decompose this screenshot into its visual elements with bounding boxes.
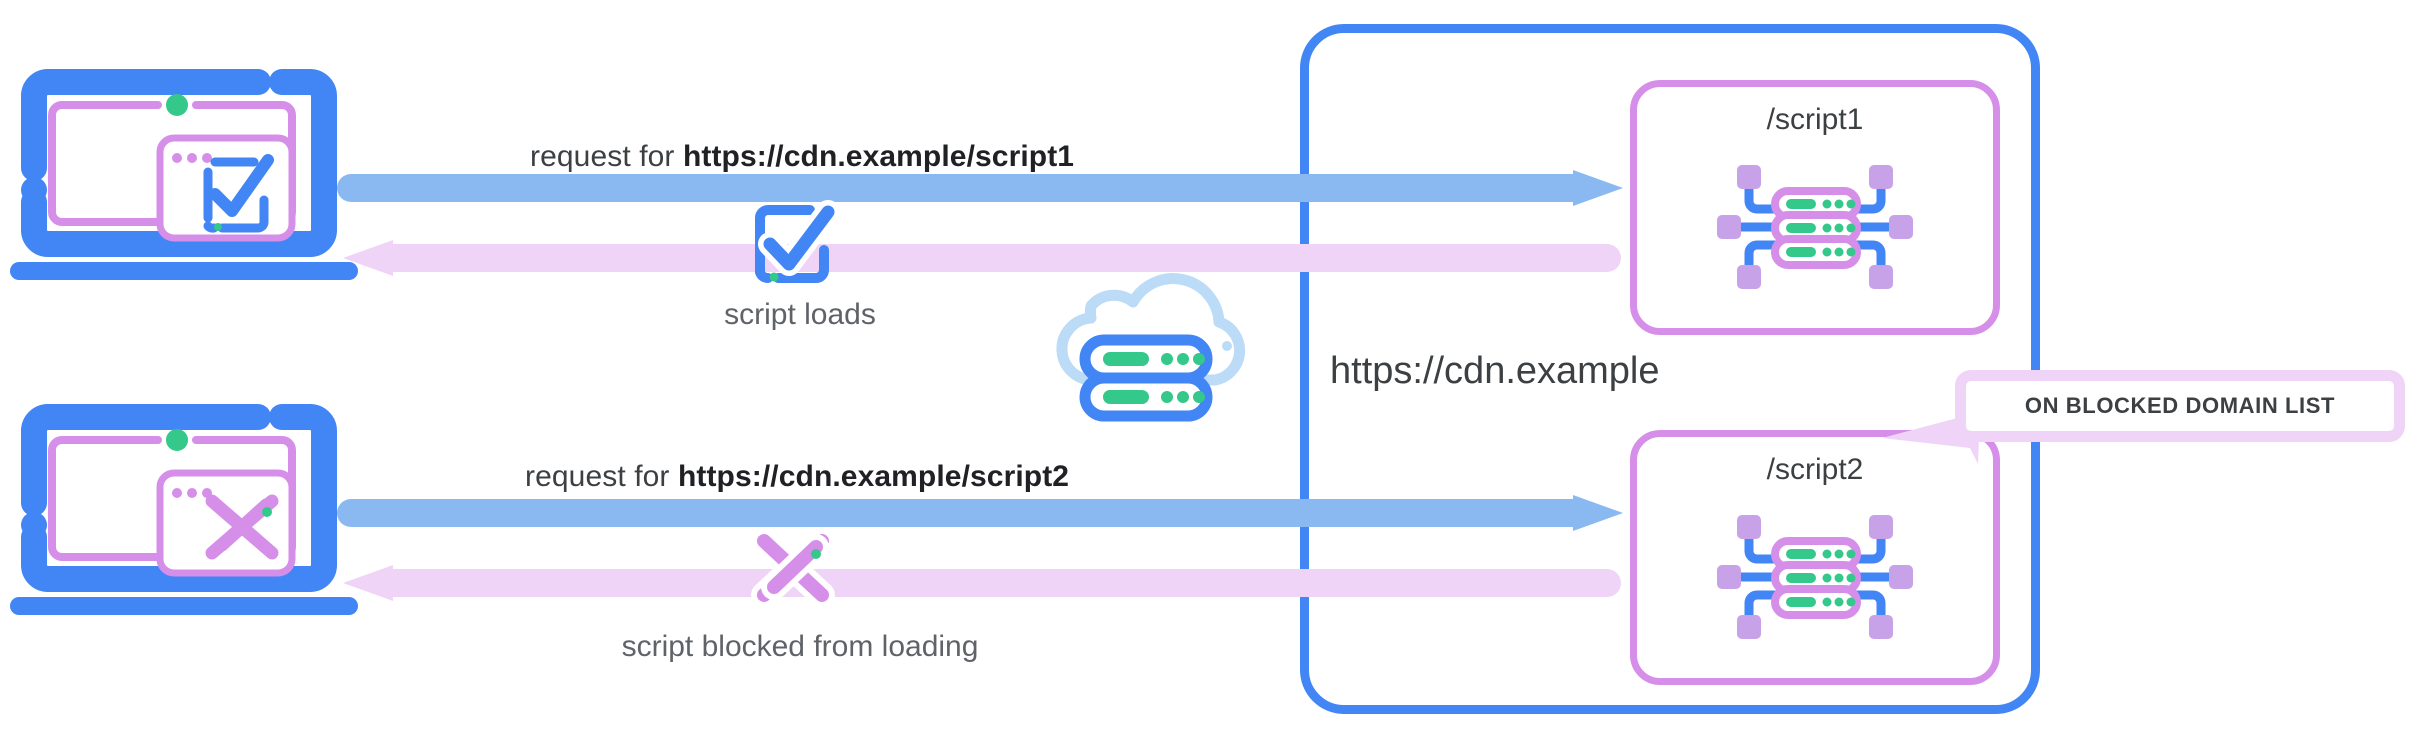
checkmark-icon: [748, 198, 840, 288]
request-arrow-script1: [337, 170, 1623, 206]
request-url-script2: https://cdn.example/script2: [677, 460, 1070, 493]
cloud-server-icon: [1055, 273, 1255, 423]
speech-bubble-icon: [1860, 408, 1980, 464]
request-label-script2: request for https://cdn.example/script2: [525, 460, 1069, 494]
script2-box: /script2: [1630, 430, 2000, 685]
flow-arrows-script1: [335, 170, 1635, 280]
request-label-script1: request for https://cdn.example/script1: [530, 140, 1074, 174]
response-arrow-script2: [343, 565, 1621, 601]
laptop-success-icon: [10, 50, 370, 330]
response-arrow-script1: [343, 240, 1621, 276]
request-arrow-script2: [337, 495, 1623, 531]
request-prefix-script1: request for: [530, 140, 683, 173]
callout-label: ON BLOCKED DOMAIN LIST: [2024, 393, 2336, 418]
caption-script1: script loads: [724, 298, 876, 331]
cdn-container: [1300, 24, 2040, 714]
request-prefix-script2: request for: [525, 460, 678, 493]
script1-box: /script1: [1630, 80, 2000, 335]
laptop-blocked-icon: [10, 385, 370, 665]
request-url-script1: https://cdn.example/script1: [682, 140, 1075, 173]
caption-script2: script blocked from loading: [621, 630, 979, 663]
blocked-domain-callout: ON BLOCKED DOMAIN LIST: [1955, 370, 2405, 442]
server-icon: [1715, 507, 1915, 647]
flow-arrows-script2: [335, 495, 1635, 605]
script1-label: /script1: [1766, 103, 1864, 136]
x-cross-icon: [748, 523, 838, 613]
server-icon: [1715, 157, 1915, 297]
script2-label: /script2: [1766, 453, 1864, 486]
cdn-label: https://cdn.example: [1330, 350, 1660, 392]
